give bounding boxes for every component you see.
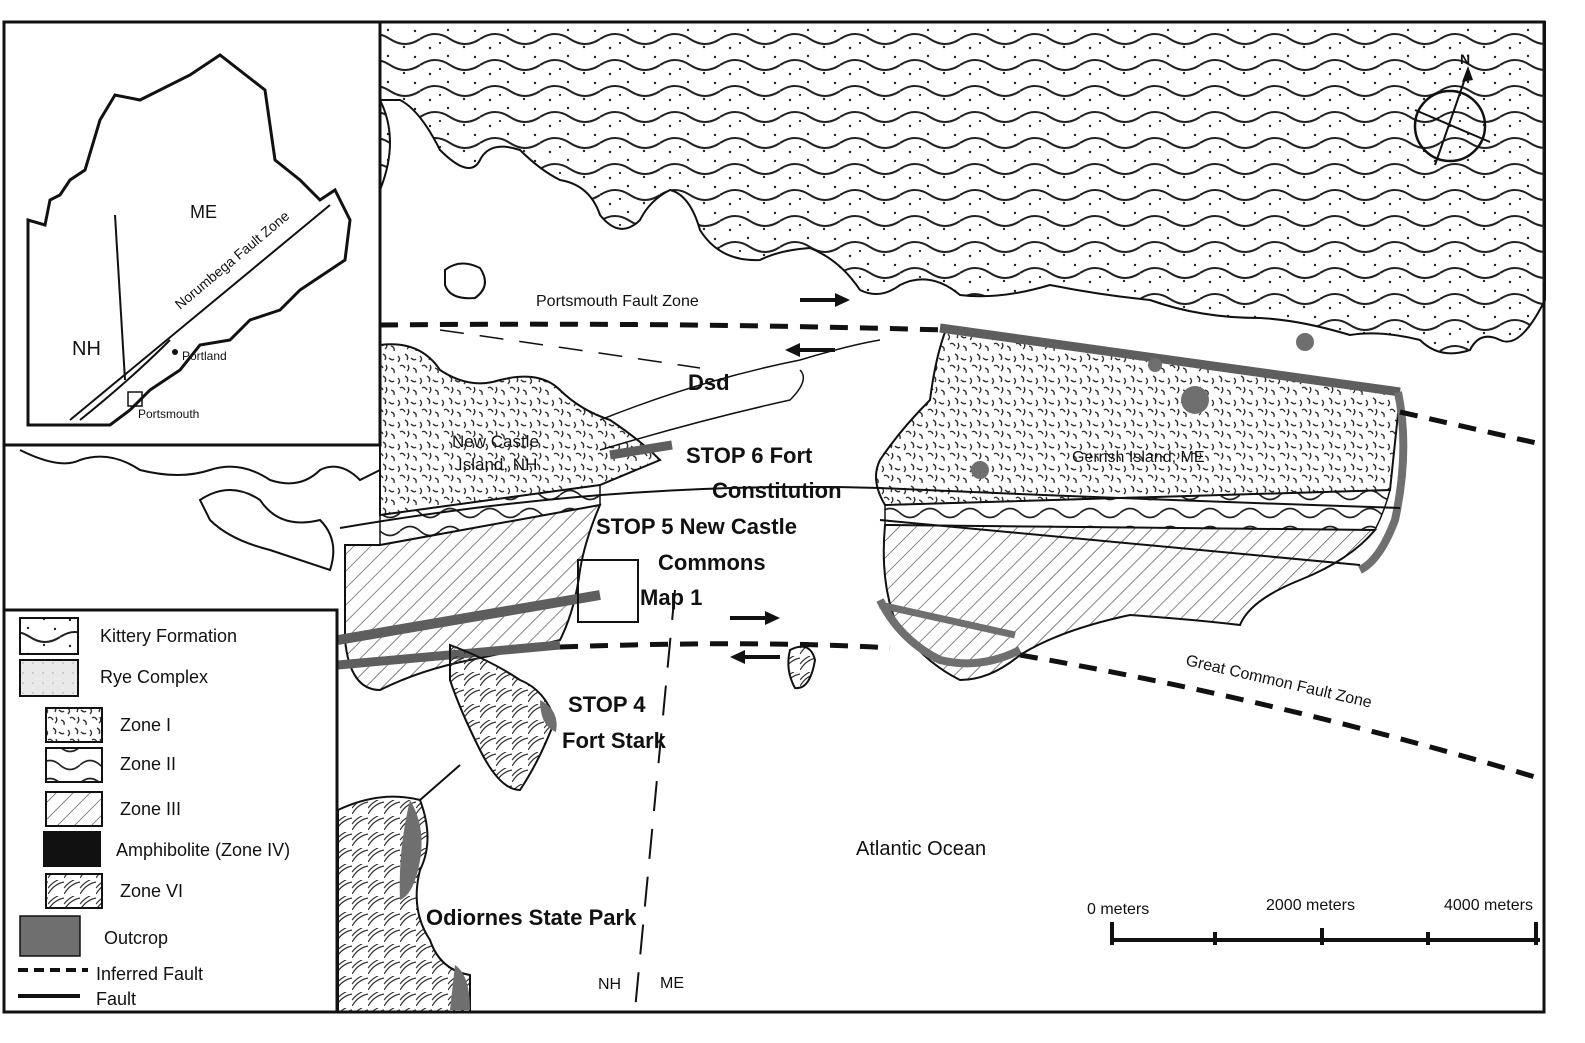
portsmouth-fault-inferred (379, 321, 946, 333)
legend-label-fault: Fault (96, 989, 136, 1009)
great-common-fault-inferred (559, 641, 891, 651)
outcrop-dot (1148, 358, 1162, 372)
scale-label-2000: 2000 meters (1266, 897, 1355, 914)
gerrish-fault-outcrop (939, 323, 1401, 397)
legend-swatch-kittery (19, 617, 79, 655)
label-gerrish-island: Gerrish Island, ME (1072, 449, 1204, 466)
legend-label-zone6: Zone VI (120, 881, 183, 901)
label-stop4-line2: Fort Stark (562, 728, 667, 753)
legend-swatch-amphibolite (43, 831, 101, 867)
legend-label-kittery: Kittery Formation (100, 626, 237, 646)
dsd-contact-lower (599, 369, 805, 451)
label-portsmouth-fault-zone: Portsmouth Fault Zone (536, 293, 699, 310)
legend-label-zone2: Zone II (120, 754, 176, 774)
legend-label-rye: Rye Complex (100, 667, 208, 687)
inset-label-portsmouth: Portsmouth (138, 407, 199, 421)
inset-fault-line (69, 204, 331, 421)
gerrish-island-zone1 (875, 330, 1402, 507)
inset-state-outline (26, 53, 352, 427)
fort-constitution-outcrop (609, 440, 673, 460)
label-border-me: ME (660, 975, 684, 992)
label-stop6-line1: STOP 6 Fort (686, 443, 813, 468)
legend-label-inferred-fault: Inferred Fault (96, 964, 203, 984)
legend-label-amphibolite: Amphibolite (Zone IV) (116, 840, 290, 860)
label-stop6-line2: Constitution (712, 478, 842, 503)
portsmouth-fault-arrows (785, 293, 850, 357)
scale-label-0: 0 meters (1087, 901, 1149, 918)
portsmouth-fault-east (1399, 409, 1546, 448)
legend-swatch-zone6 (45, 873, 103, 909)
odiornes-outcrop-2 (450, 965, 470, 1010)
small-island (444, 262, 486, 300)
label-stop5-line2: Commons (658, 550, 766, 575)
inset-label-portland: Portland (182, 349, 227, 363)
legend-label-outcrop: Outcrop (104, 928, 168, 948)
label-atlantic-ocean: Atlantic Ocean (856, 838, 986, 860)
fort-stark-outcrop (540, 700, 557, 732)
odiornes-outcrop (399, 800, 422, 900)
label-new-castle-1: New Castle (452, 432, 539, 451)
outcrop-dot (971, 461, 989, 479)
west-island (198, 489, 335, 572)
outcrop-dot (1181, 386, 1209, 414)
fault-line-lower (879, 519, 1361, 566)
inset-portland-dot (172, 349, 178, 355)
gerrish-amph-band (879, 601, 1016, 639)
fault-line-upper (339, 485, 1401, 529)
label-map1: Map 1 (640, 585, 702, 610)
outcrop-dot (1296, 333, 1314, 351)
inset-location-box (127, 391, 143, 407)
legend-swatch-zone2 (45, 747, 103, 783)
odiornes-zone6 (337, 795, 471, 1013)
small-islet (787, 645, 817, 690)
coast-line (419, 764, 461, 801)
legend-label-zone3: Zone III (120, 799, 181, 819)
state-border-line (634, 589, 676, 1011)
label-stop5-line1: STOP 5 New Castle (596, 514, 797, 539)
legend-swatch-rye (19, 659, 79, 697)
gerrish-south-outcrop (876, 598, 1022, 668)
west-coastline (19, 449, 381, 485)
label-north: N (1460, 51, 1470, 67)
dsd-contact-upper (599, 339, 881, 421)
legend-label-zone1: Zone I (120, 715, 171, 735)
map1-box (577, 559, 639, 623)
west-outcrop-band (337, 590, 601, 645)
legend-swatch-zone3 (45, 791, 103, 827)
label-new-castle-2: Island, NH (458, 455, 537, 474)
kittery-formation-area (379, 21, 1546, 355)
inset-label-nh: NH (72, 338, 101, 360)
great-common-fault-east (1019, 652, 1546, 783)
north-arrow (1413, 66, 1491, 166)
inset-state-border (114, 214, 126, 381)
scale-label-4000: 4000 meters (1444, 897, 1533, 914)
fort-stark-zone6 (449, 643, 557, 792)
fault-splay (439, 329, 701, 369)
scale-bar (1110, 922, 1540, 945)
label-stop4-line1: STOP 4 (568, 692, 646, 717)
legend-swatch-zone1 (45, 707, 103, 743)
label-odiornes: Odiornes State Park (426, 905, 637, 930)
inset-label-me: ME (190, 202, 217, 222)
inset-fault-line-2 (79, 339, 171, 421)
great-common-fault-arrows (730, 611, 780, 664)
legend-swatch-outcrop (19, 915, 81, 957)
label-border-nh: NH (598, 976, 621, 993)
new-castle-zone1 (379, 343, 662, 517)
legend: Kittery Formation Rye Complex Zone I Zon… (2, 608, 339, 1014)
label-dsd: Dsd (688, 370, 730, 395)
